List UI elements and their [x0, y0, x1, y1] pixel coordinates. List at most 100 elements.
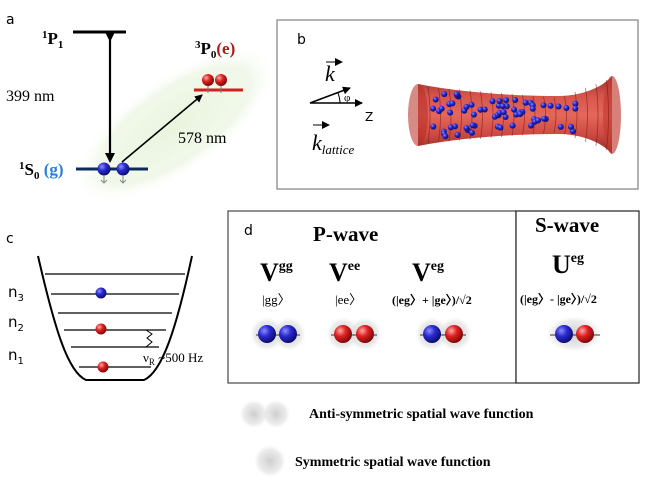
- angle-label: φ: [344, 92, 350, 104]
- lattice-atom: [529, 105, 536, 112]
- pair-ee: [325, 316, 383, 352]
- lattice-atom: [489, 98, 496, 105]
- u-eg-state: (|eg〉- |ge〉)/√2: [520, 291, 597, 306]
- lattice-atom: [509, 122, 516, 129]
- spin-arrow: [119, 175, 127, 184]
- excited-atom: [445, 325, 463, 343]
- lattice-atom: [568, 123, 574, 130]
- v-ee-state: |ee〉: [335, 292, 362, 307]
- trap-atom-n1: [97, 361, 109, 373]
- lattice-atom: [502, 114, 509, 120]
- lattice-plane: [606, 80, 609, 150]
- lattice-plane: [553, 97, 557, 133]
- panel-c-harmonic-trap: c n3 n2 n1 νR ~500 Hz: [6, 231, 203, 381]
- v-ee-symbol: Vee: [329, 258, 360, 287]
- pair-eg-symmetric: [414, 316, 473, 352]
- u-eg-symbol: Ueg: [552, 250, 584, 279]
- lattice-atom: [500, 109, 507, 116]
- level-3p0-label: 3P0(e): [195, 39, 235, 61]
- ground-atom: [423, 325, 441, 343]
- lattice-atom: [449, 100, 456, 107]
- ground-atom: [258, 325, 276, 343]
- lattice-atom: [557, 123, 564, 130]
- spin-arrow: [100, 175, 108, 184]
- v-gg-symbol: Vgg: [260, 258, 293, 287]
- panel-b-lattice: b k φ Z klattice: [276, 19, 639, 190]
- lattice-plane: [543, 96, 546, 134]
- lattice-atom: [547, 102, 554, 109]
- lattice-atom: [535, 117, 542, 124]
- lattice-atom: [517, 111, 524, 118]
- trap-frequency-label: νR ~500 Hz: [143, 350, 203, 367]
- lattice-plane: [480, 91, 483, 139]
- lattice-atom: [432, 96, 439, 103]
- panel-d-letter: d: [244, 223, 253, 239]
- panel-c-letter: c: [6, 231, 14, 247]
- lattice-atom: [469, 122, 476, 129]
- level-3p0-e: (e): [216, 39, 235, 58]
- k-vector-label: k: [325, 61, 336, 86]
- level-1s0-label: 1S0 (g): [19, 160, 64, 182]
- s-wave-box: [515, 210, 640, 384]
- legend-symmetric-icon: [253, 444, 287, 478]
- legend-anti-symmetric-label: Anti-symmetric spatial wave function: [309, 407, 534, 422]
- lattice-atom: [541, 115, 548, 122]
- legend-anti-symmetric-icon: [261, 399, 291, 429]
- v-eg-state: (|eg〉+ |ge〉)/√2: [392, 292, 472, 307]
- panel-d-interactions: d P-wave S-wave Vgg |gg〉 Vee |ee〉 Veg (|…: [227, 210, 640, 384]
- lattice-plane: [585, 87, 588, 143]
- lattice-plane: [595, 83, 599, 147]
- lattice-atom: [572, 105, 579, 112]
- s-wave-title: S-wave: [535, 213, 599, 237]
- v-gg-state: |gg〉: [262, 292, 291, 307]
- v-eg-symbol: Veg: [412, 258, 444, 287]
- lattice-atom: [447, 124, 454, 131]
- p-wave-box: [227, 210, 517, 384]
- lattice-plane: [564, 95, 567, 135]
- panel-a-letter: a: [6, 12, 15, 28]
- level-1p1-label: 1P1: [42, 29, 63, 51]
- lattice-plane: [574, 91, 578, 139]
- p-wave-title: P-wave: [313, 222, 378, 246]
- ground-atom: [116, 162, 130, 176]
- trap-atom-n2: [95, 323, 107, 335]
- lattice-atom: [453, 91, 460, 98]
- excited-atom: [202, 74, 214, 86]
- trap-level-label-n2: n2: [8, 313, 24, 334]
- lattice-atom: [496, 98, 503, 104]
- lattice-plane: [438, 87, 441, 143]
- excited-atom: [576, 325, 594, 343]
- k-lattice-label: klattice: [312, 130, 354, 157]
- lattice-atom: [430, 123, 437, 130]
- angle-arc: [337, 92, 341, 104]
- lattice-atom: [430, 105, 437, 112]
- legend: Anti-symmetric spatial wave function Sym…: [239, 399, 534, 478]
- lattice-atom: [477, 106, 484, 113]
- lattice-atom: [540, 102, 547, 109]
- lattice-planes: [427, 80, 609, 150]
- trap-level-label-n3: n3: [8, 283, 24, 304]
- frequency-bracket: [145, 329, 153, 348]
- lattice-atom: [468, 101, 475, 108]
- trap-potential-curve: [37, 255, 193, 381]
- lattice-atom: [441, 91, 448, 98]
- lattice-atom: [481, 106, 488, 113]
- lattice-plane: [532, 95, 536, 135]
- legend-symmetric-label: Symmetric spatial wave function: [295, 455, 491, 470]
- lattice-atom: [497, 124, 504, 131]
- lattice-atom: [512, 97, 519, 103]
- level-1s0-g: (g): [39, 160, 63, 179]
- lattice-atom: [563, 105, 570, 111]
- lattice-atom: [511, 106, 518, 113]
- lattice-atom: [463, 125, 470, 132]
- lattice-atom: [499, 103, 506, 110]
- lattice-atom: [572, 100, 579, 107]
- lattice-beam-right-end: [603, 76, 621, 154]
- pair-gg: [249, 316, 307, 352]
- transition-399-label: 399 nm: [6, 88, 55, 105]
- trap-level-label-n1: n1: [8, 346, 24, 367]
- panel-a-energy-levels: a 1P1 3P0(e) 1S0 (g) 399 nm 578 nm: [6, 12, 278, 205]
- lattice-atom: [454, 132, 461, 138]
- lattice-atom: [438, 105, 445, 112]
